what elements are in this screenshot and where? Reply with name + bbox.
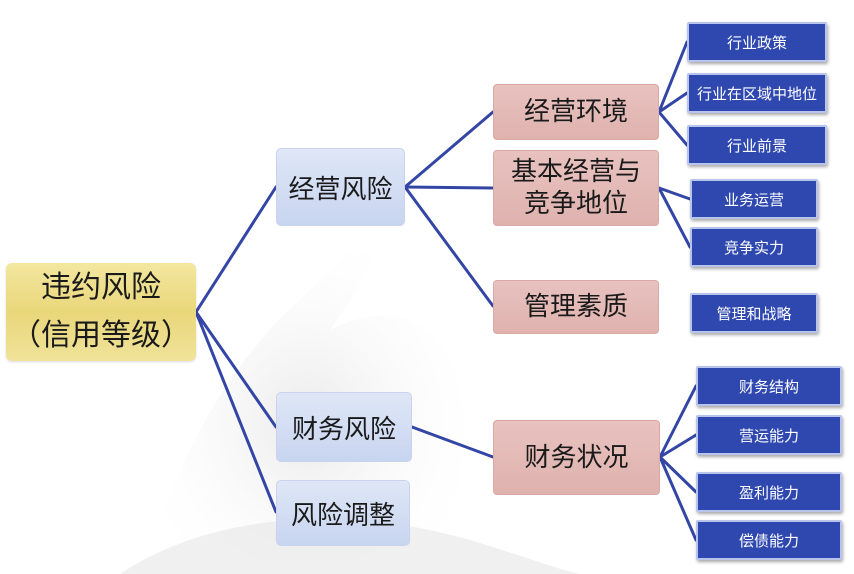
leaf-label: 偿债能力 [738, 531, 799, 550]
watermark-shape [150, 215, 464, 560]
connector-line [657, 186, 692, 249]
connector-line [410, 425, 495, 459]
leaf-label: 行业前景 [726, 136, 787, 155]
leaf-operating-capacity: 营运能力 [696, 415, 842, 455]
leaf-label: 行业政策 [726, 33, 787, 52]
connector-line [657, 91, 689, 114]
connector-line [403, 185, 495, 190]
connector-line [658, 455, 698, 542]
leaf-label: 营运能力 [738, 426, 799, 445]
node-risk-adjustment: 风险调整 [276, 480, 410, 546]
node-label: 管理素质 [523, 292, 628, 322]
connector-line [194, 185, 278, 314]
root-node-line1: 违约风险 [41, 270, 161, 305]
connector-line [657, 40, 689, 114]
node-operating-environment: 经营环境 [493, 84, 659, 140]
leaf-financial-structure: 财务结构 [696, 366, 842, 406]
leaf-profitability: 盈利能力 [696, 472, 842, 512]
connector-line [658, 433, 698, 459]
leaf-label: 行业在区域中地位 [696, 84, 817, 103]
leaf-industry-prospects: 行业前景 [687, 125, 827, 165]
leaf-solvency: 偿债能力 [696, 520, 842, 560]
connector-line [194, 310, 278, 429]
watermark-shape [120, 518, 580, 574]
leaf-management-strategy: 管理和战略 [690, 293, 818, 333]
connector-line [403, 185, 495, 308]
node-management-quality: 管理素质 [493, 280, 659, 334]
leaf-label: 财务结构 [738, 377, 799, 396]
connector-line [403, 110, 495, 189]
node-label: 财务状况 [524, 442, 629, 473]
connector-line [657, 186, 692, 201]
connector-line [658, 384, 698, 459]
root-node-line2: （信用等级） [11, 318, 191, 353]
node-operating-risk: 经营风险 [276, 148, 405, 226]
node-label: 经营风险 [288, 174, 393, 205]
node-label: 经营环境 [523, 97, 628, 127]
leaf-label: 业务运营 [723, 190, 784, 209]
root-node: 违约风险 （信用等级） [6, 263, 196, 361]
node-label: 风险调整 [290, 500, 395, 531]
leaf-industry-regional-position: 行业在区域中地位 [687, 73, 827, 113]
connector-line [658, 455, 698, 494]
node-financial-risk: 财务风险 [276, 392, 412, 462]
leaf-label: 管理和战略 [716, 304, 792, 323]
connector-line [194, 310, 278, 514]
leaf-industry-policy: 行业政策 [687, 22, 827, 62]
connector-line [657, 110, 689, 147]
node-label: 财务风险 [291, 414, 396, 445]
leaf-label: 竞争实力 [723, 238, 784, 257]
node-label-line1: 基本经营与 [510, 157, 641, 187]
leaf-label: 盈利能力 [738, 483, 799, 502]
leaf-competitiveness: 竞争实力 [690, 227, 818, 267]
node-financial-condition: 财务状况 [493, 420, 660, 495]
leaf-business-operation: 业务运营 [690, 179, 818, 219]
node-basic-operation-competitive-position: 基本经营与 竞争地位 [493, 150, 659, 226]
node-label-line2: 竞争地位 [523, 189, 628, 219]
